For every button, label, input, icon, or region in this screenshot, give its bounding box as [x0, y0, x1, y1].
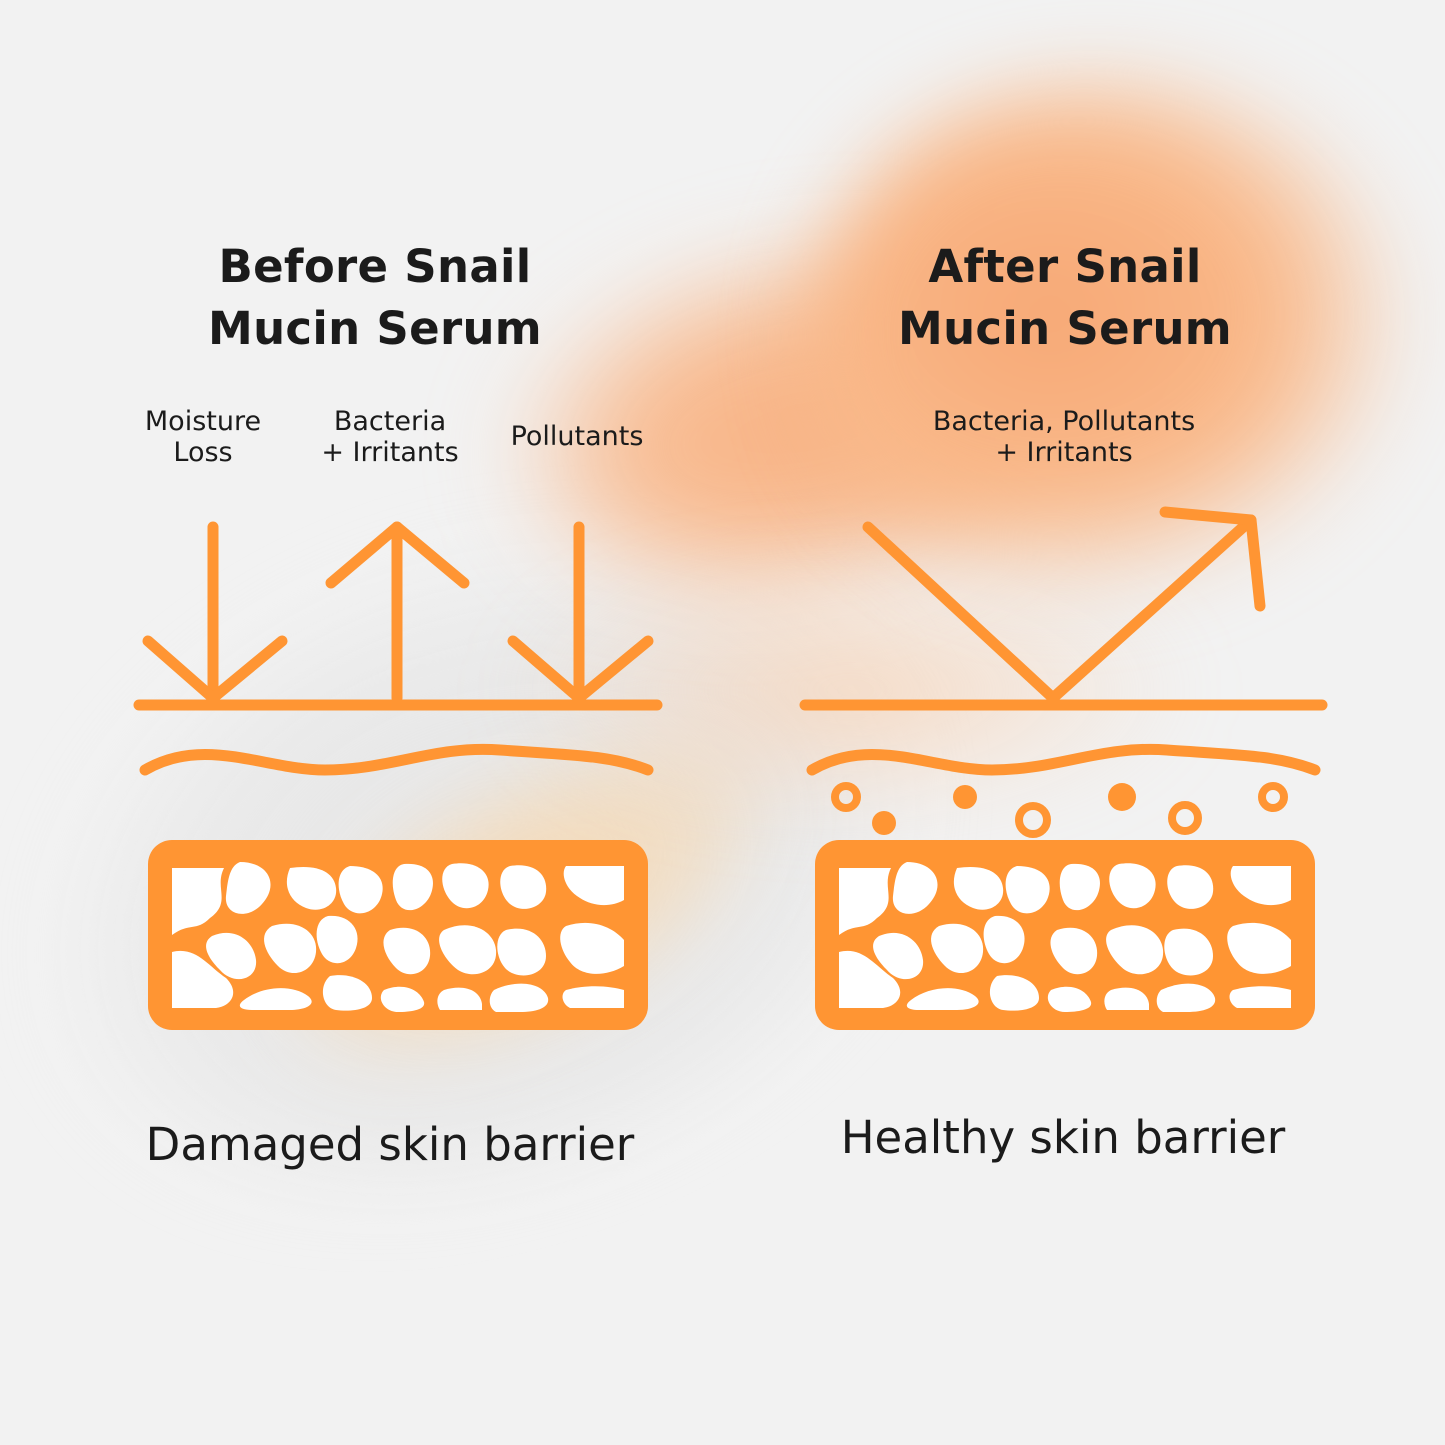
skin-wave	[806, 743, 1321, 776]
bacteria-irritants-up-arrow	[325, 521, 470, 704]
healthy-skin-cells-block	[815, 840, 1315, 1030]
after-title: After Snail Mucin Serum	[898, 240, 1232, 355]
before-title: Before Snail Mucin Serum	[208, 240, 542, 355]
skin-wave	[139, 743, 654, 776]
healthy-barrier-diagram	[799, 506, 1328, 1030]
protective-particles	[831, 782, 1288, 838]
pollutants-label: Pollutants	[510, 421, 644, 452]
reflected-arrow	[862, 506, 1266, 704]
bacteria-irritants-label: Bacteria + Irritants	[321, 406, 459, 468]
pollutants-down-arrow	[507, 521, 654, 704]
damaged-barrier-diagram	[133, 521, 663, 1030]
healthy-barrier-caption: Healthy skin barrier	[840, 1111, 1286, 1164]
damaged-barrier-caption: Damaged skin barrier	[145, 1118, 635, 1171]
moisture-loss-down-arrow	[142, 521, 288, 704]
moisture-loss-label: Moisture Loss	[144, 406, 262, 468]
bacteria-pollutants-irritants-label: Bacteria, Pollutants + Irritants	[932, 406, 1196, 468]
damaged-skin-cells-block	[148, 840, 648, 1030]
